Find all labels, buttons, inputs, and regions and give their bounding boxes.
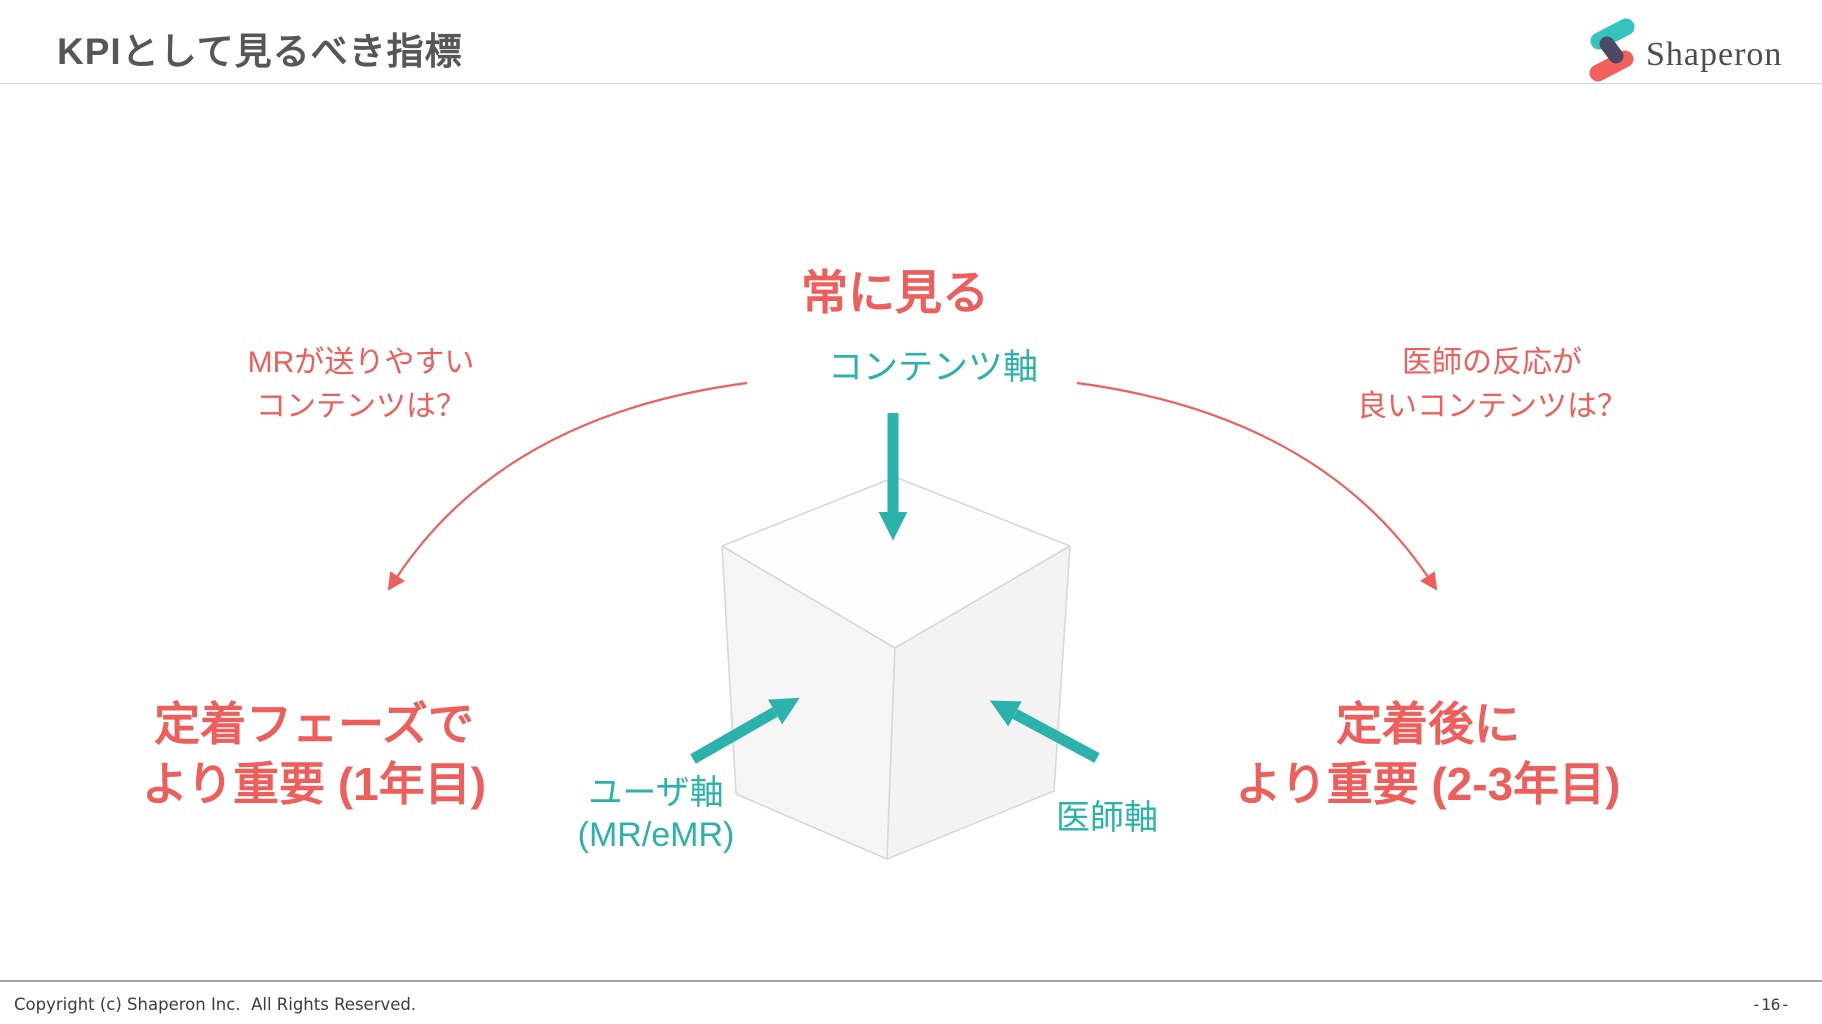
right-question-line1: 医師の反応が bbox=[1402, 346, 1582, 379]
page-number: -16- bbox=[1751, 995, 1790, 1014]
left-question-line2: コンテンツは？ bbox=[256, 390, 466, 423]
left-emphasis: 定着フェーズで より重要 (1年目) bbox=[142, 694, 486, 814]
right-emphasis: 定着後に より重要 (2-3年目) bbox=[1236, 694, 1621, 814]
shaperon-wordmark: Shaperon bbox=[1646, 36, 1782, 73]
left-curve-arrow bbox=[387, 381, 748, 591]
always-watch-text: 常に見る bbox=[801, 266, 989, 319]
header: KPIとして見るべき指標 Shaperon bbox=[0, 0, 1822, 84]
shaperon-s-icon bbox=[1589, 18, 1635, 82]
page-title: KPIとして見るべき指標 bbox=[57, 31, 463, 72]
left-emphasis-line1: 定着フェーズで bbox=[154, 698, 474, 750]
left-question: MRが送りやすい コンテンツは？ bbox=[248, 341, 475, 429]
right-curve-arrow bbox=[1076, 381, 1438, 591]
content-axis-label: コンテンツ軸 bbox=[828, 346, 1038, 390]
content-axis-text: コンテンツ軸 bbox=[827, 348, 1039, 387]
always-watch-label: 常に見る bbox=[801, 265, 989, 321]
footer: Copyright (c) Shaperon Inc. All Rights R… bbox=[0, 980, 1822, 1024]
user-axis-line2: (MR/eMR) bbox=[577, 816, 735, 854]
left-question-line1: MRが送りやすい bbox=[247, 346, 475, 379]
right-question-line2: 良いコンテンツは？ bbox=[1357, 390, 1627, 423]
shaperon-logo: Shaperon bbox=[1589, 18, 1782, 82]
right-emphasis-line1: 定着後に bbox=[1335, 698, 1520, 750]
left-emphasis-line2: より重要 (1年目) bbox=[141, 758, 487, 810]
copyright-text: Copyright (c) Shaperon Inc. All Rights R… bbox=[14, 995, 417, 1014]
right-question: 医師の反応が 良いコンテンツは？ bbox=[1357, 341, 1627, 429]
right-emphasis-line2: より重要 (2-3年目) bbox=[1235, 758, 1621, 810]
user-axis-line1: ユーザ軸 bbox=[588, 774, 724, 812]
user-axis-label: ユーザ軸 (MR/eMR) bbox=[578, 772, 735, 856]
doctor-axis-text: 医師軸 bbox=[1056, 799, 1158, 837]
user-axis-arrow bbox=[690, 697, 800, 764]
doctor-axis-label: 医師軸 bbox=[1056, 797, 1158, 839]
doctor-axis-arrow bbox=[989, 700, 1100, 763]
cube-right-face bbox=[886, 545, 1071, 860]
cube bbox=[721, 476, 1071, 860]
